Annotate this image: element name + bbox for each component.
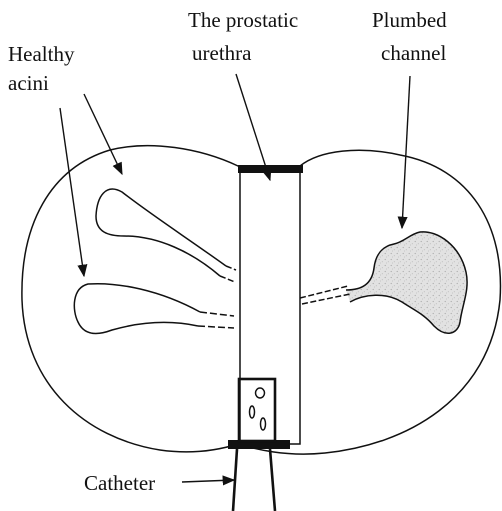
urethra-top-cap bbox=[238, 165, 303, 173]
plumbed-channel bbox=[346, 232, 467, 333]
label-urethra-line2: urethra bbox=[192, 41, 252, 65]
arrow-urethra-label bbox=[236, 74, 270, 180]
label-plumbed-line2: channel bbox=[381, 41, 446, 65]
arrow-healthy-to-acinus bbox=[60, 108, 84, 276]
urethra bbox=[240, 168, 300, 444]
catheter-hole-3 bbox=[261, 418, 266, 430]
acinus-lower-duct-2 bbox=[198, 326, 234, 328]
healthy-acinus-upper bbox=[96, 189, 226, 276]
catheter-shaft-right bbox=[270, 449, 275, 511]
acinus-upper-duct-1 bbox=[226, 266, 236, 270]
acinus-lower-duct-1 bbox=[200, 312, 234, 316]
label-urethra-line1: The prostatic bbox=[188, 8, 298, 32]
catheter-hole-1 bbox=[256, 388, 265, 398]
arrow-plumbed-label bbox=[402, 76, 410, 228]
arrow-catheter-label bbox=[182, 480, 234, 482]
catheter-hole-2 bbox=[250, 406, 255, 418]
acinus-upper-duct-2 bbox=[220, 276, 235, 282]
label-plumbed-line1: Plumbed bbox=[372, 8, 447, 32]
healthy-acinus-lower bbox=[74, 284, 200, 334]
arrow-healthy-to-outline bbox=[84, 94, 122, 174]
label-catheter: Catheter bbox=[84, 471, 155, 495]
label-healthy-line2: acini bbox=[8, 71, 49, 95]
label-healthy-line1: Healthy bbox=[8, 42, 75, 66]
